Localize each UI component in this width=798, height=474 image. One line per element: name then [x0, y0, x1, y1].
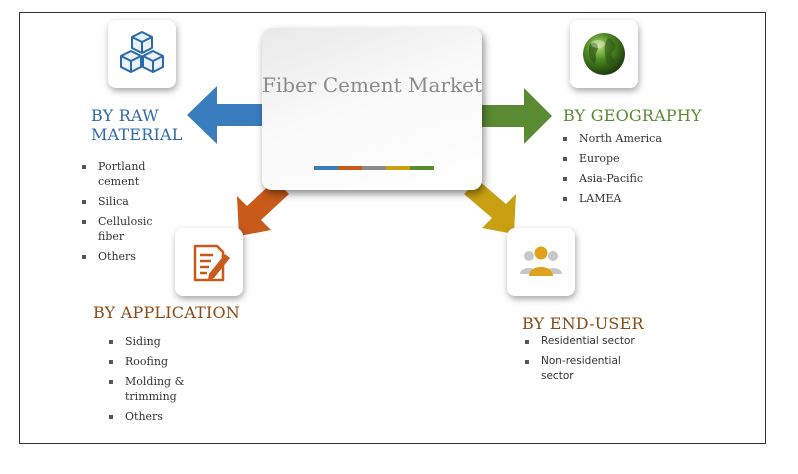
- application-heading: BY APPLICATION: [93, 303, 263, 322]
- raw-material-icon-box: [108, 20, 176, 88]
- globe-icon: [583, 33, 625, 75]
- raw-material-item-others: Others: [80, 249, 168, 264]
- raw-material-heading: BY RAW MATERIAL: [91, 106, 201, 144]
- application-item-molding: Molding & trimming: [107, 374, 202, 404]
- users-icon: [520, 246, 562, 276]
- center-title-text: Fiber Cement Market: [262, 73, 482, 97]
- geography-list: North America Europe Asia-Pacific LAMEA: [561, 131, 691, 211]
- color-bar: [314, 166, 434, 170]
- raw-material-item-cellulosic: Cellulosic fiber: [80, 214, 168, 244]
- center-title: Fiber Cement Market: [262, 72, 482, 98]
- raw-material-item-portland: Portland cement: [80, 159, 168, 189]
- color-bar-orange: [338, 166, 362, 170]
- end-user-item-non-residential: Non-residential sector: [523, 354, 653, 384]
- arrow-right-green: [480, 88, 552, 144]
- raw-material-list: Portland cement Silica Cellulosic fiber …: [80, 159, 168, 269]
- color-bar-gold: [386, 166, 410, 170]
- center-box: Fiber Cement Market: [262, 28, 482, 190]
- geography-item-asia-pacific: Asia-Pacific: [561, 171, 691, 186]
- arrow-left-blue: [187, 86, 267, 144]
- end-user-item-residential: Residential sector: [523, 334, 653, 349]
- color-bar-gray: [362, 166, 386, 170]
- application-icon-box: [175, 228, 243, 296]
- end-user-list: Residential sector Non-residential secto…: [523, 334, 653, 389]
- application-item-roofing: Roofing: [107, 354, 202, 369]
- geography-item-europe: Europe: [561, 151, 691, 166]
- application-heading-text: BY APPLICATION: [93, 303, 240, 322]
- geography-item-north-america: North America: [561, 131, 691, 146]
- geography-heading: BY GEOGRAPHY: [563, 106, 723, 125]
- end-user-heading-text: BY END-USER: [522, 314, 644, 333]
- document-edit-icon: [193, 244, 230, 282]
- color-bar-green: [410, 166, 434, 170]
- raw-material-heading-text: BY RAW MATERIAL: [91, 106, 183, 144]
- end-user-icon-box: [507, 228, 575, 296]
- application-item-siding: Siding: [107, 334, 202, 349]
- application-item-others: Others: [107, 409, 202, 424]
- geography-icon-box: [570, 20, 638, 88]
- geography-heading-text: BY GEOGRAPHY: [563, 106, 702, 125]
- application-list: Siding Roofing Molding & trimming Others: [107, 334, 202, 429]
- raw-material-item-silica: Silica: [80, 194, 168, 209]
- geography-item-lamea: LAMEA: [561, 191, 691, 206]
- end-user-heading: BY END-USER: [522, 314, 672, 333]
- cubes-icon: [120, 31, 164, 73]
- color-bar-blue: [314, 166, 338, 170]
- arrow-down-right-gold: [464, 180, 516, 234]
- arrow-down-left-orange: [237, 180, 289, 236]
